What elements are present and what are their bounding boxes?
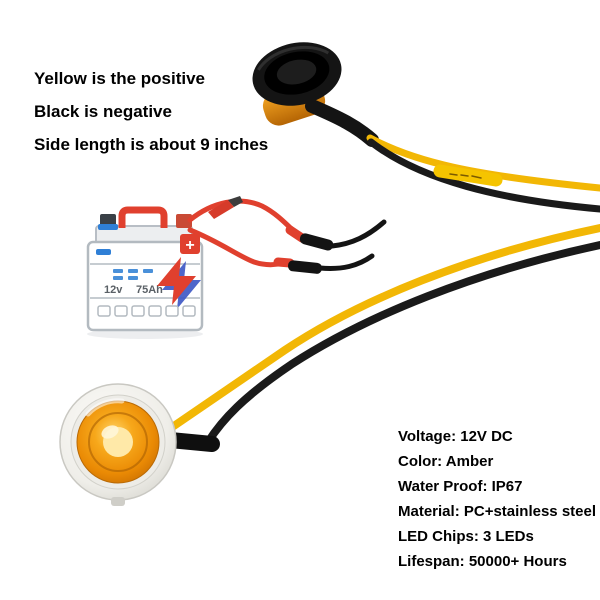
lightning-bolt-icon [157,257,201,309]
note-yellow-positive: Yellow is the positive [34,69,205,88]
front-marker-light [59,383,177,506]
wire-harness-top [366,134,600,213]
lens-highlight [101,425,119,439]
battery-wires [187,196,387,274]
rear-light-wire-stub [305,99,379,147]
red-secondary-wire [187,227,287,268]
bullet-connector-2 [287,260,322,274]
spec-waterproof: Water Proof: IP67 [398,478,523,495]
battery-illustration: + 12v 75Ah [86,206,204,339]
red-clip [208,196,243,219]
lens-inner-ring [88,412,148,472]
bezel-bottom-tab [111,497,125,506]
minus-mark [96,249,111,255]
spec-lifespan: Lifespan: 50000+ Hours [398,553,567,570]
black-heat-shrink-stub [162,432,220,452]
plus-symbol: + [185,237,194,254]
battery-vents [97,305,196,317]
rear-light-grommet [252,42,342,106]
spec-led-chips: LED Chips: 3 LEDs [398,528,534,545]
red-boot-2 [273,257,295,268]
battery-negative-terminal-ring [98,224,118,230]
yellow-wire-main [164,224,600,434]
battery-shadow [87,329,203,339]
wire-harness-main [162,224,600,452]
note-black-negative: Black is negative [34,102,172,121]
black-wire-main [204,241,600,446]
battery-handle [118,206,168,228]
black-connector-tail-1 [329,219,387,249]
bullet-connector-1 [299,233,334,251]
spec-color: Color: Amber [398,453,494,470]
red-boot-1 [285,225,307,243]
black-connector-tail-2 [317,253,375,271]
spec-voltage: Voltage: 12V DC [398,428,513,445]
label-dashes [113,269,153,280]
plus-badge [180,234,200,254]
sleeve-print-marks [449,173,482,179]
wiring-notes: Yellow is the positive Black is negative… [34,62,268,161]
battery-positive-terminal [176,214,192,228]
spec-list: Voltage: 12V DC Color: Amber Water Proof… [398,424,596,574]
battery-voltage-label: 12v [104,284,123,296]
note-side-length: Side length is about 9 inches [34,135,269,154]
black-wire-top [367,138,600,213]
lens-reflection-arc [85,398,125,417]
battery-capacity-label: 75Ah [136,284,163,296]
red-positive-wire [187,198,303,240]
spec-material: Material: PC+stainless steel [398,503,597,520]
